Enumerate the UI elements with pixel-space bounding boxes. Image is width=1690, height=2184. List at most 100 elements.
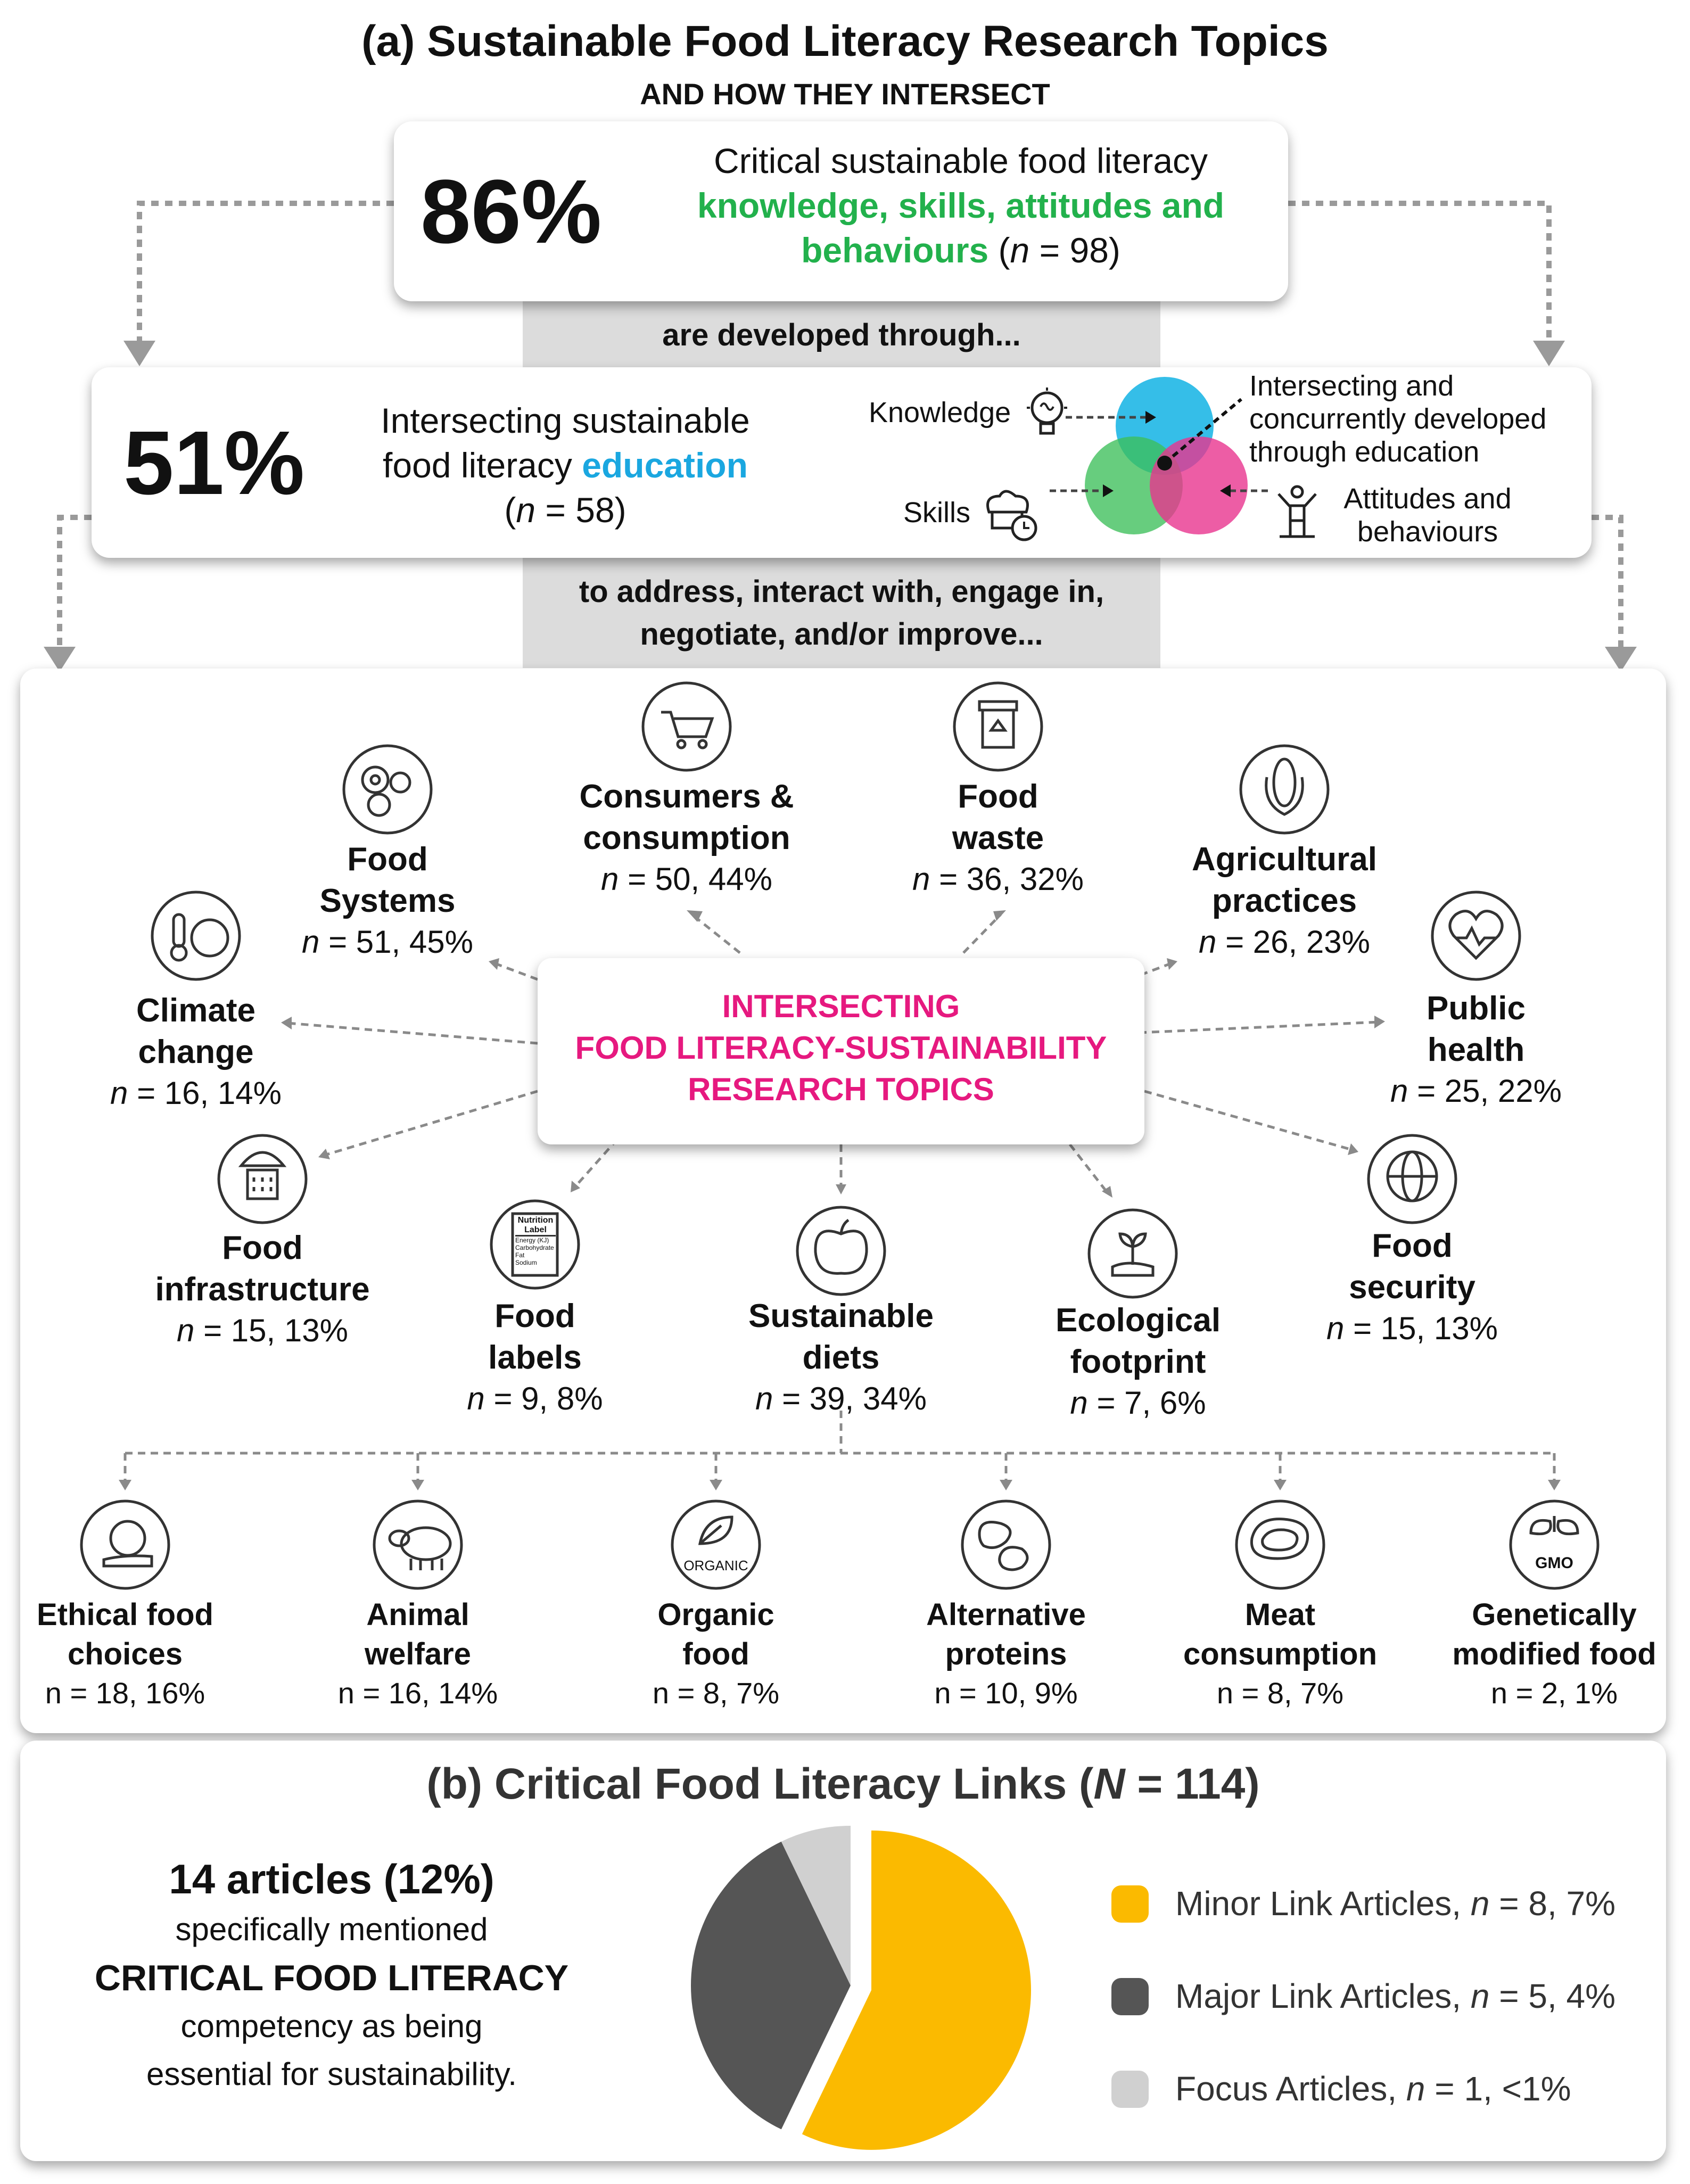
topic-title-1: Food [222, 1230, 303, 1266]
topic-stat: n = 15, 13% [1326, 1311, 1498, 1346]
heartbeat-icon [1431, 891, 1521, 981]
topic-arrows [281, 910, 1385, 1198]
education-n: = 58) [535, 490, 626, 530]
topic-diets: Sustainable diets n = 39, 34% [708, 1296, 974, 1419]
topic-title-1: Food [347, 841, 428, 878]
critical-links-panel: (b) Critical Food Literacy Links (N = 11… [20, 1741, 1666, 2161]
gears-icon [342, 744, 433, 835]
education-line-3: (n = 58) [504, 490, 626, 530]
thermometer-globe-icon [151, 891, 241, 981]
legend-label-focus: Focus Articles, n = 1, <1% [1175, 2070, 1571, 2108]
subtopic-connectors [119, 1411, 1561, 1490]
topic-footprint: Ecological footprint n = 7, 6% [1005, 1300, 1271, 1423]
organic-leaf-icon [671, 1499, 761, 1590]
knowledge-n: = 98) [1029, 230, 1120, 270]
topic-title-2: security [1349, 1269, 1475, 1306]
education-highlight: education [582, 446, 748, 485]
pie-slice-minor [802, 1830, 1031, 2150]
partb-line-4: competency as being [180, 2008, 483, 2044]
venn-attitudes-2: behaviours [1357, 516, 1498, 548]
subtopic-title-2: choices [68, 1637, 183, 1671]
venn-diagram [1050, 377, 1268, 534]
topic-title-2: Systems [319, 883, 456, 919]
topic-public-health: Public health n = 25, 22% [1343, 988, 1609, 1111]
connector-text-1: are developed through... [662, 318, 1021, 352]
venn-label-intersect: Intersecting and concurrently developed … [1249, 369, 1546, 468]
nutrition-label: Nutrition Label Energy (KJ) Carbohydrate… [515, 1216, 556, 1266]
hardhat-building-icon [217, 1134, 308, 1224]
knowledge-highlight-2: behaviours [801, 230, 989, 270]
center-line-2: FOOD LITERACY-SUSTAINABILITY [575, 1030, 1107, 1066]
topic-title-1: Food [494, 1298, 575, 1334]
topic-title-1: Ecological [1055, 1302, 1221, 1339]
topic-labels: Food labels n = 9, 8% [428, 1296, 641, 1419]
sheep-icon [373, 1499, 463, 1590]
subtopic-stat: n = 8, 7% [652, 1676, 780, 1710]
pie-chart [691, 1826, 1031, 2150]
subtopic-organic: Organic food n = 8, 7% [609, 1595, 822, 1712]
brain-bulb-icon [1027, 388, 1067, 435]
topic-title-1: Agricultural [1192, 841, 1377, 878]
topic-stat: n = 36, 32% [912, 861, 1084, 897]
knowledge-percent: 86% [421, 161, 602, 262]
subtopic-gmo: Genetically modified food n = 2, 1% [1432, 1595, 1677, 1712]
knowledge-line-1: Critical sustainable food literacy [713, 141, 1208, 180]
topic-icons-layer [151, 681, 1521, 1299]
corn-icon [1239, 744, 1330, 835]
subtopic-proteins: Alternative proteins n = 10, 9% [900, 1595, 1112, 1712]
knowledge-line-3: behaviours (n = 98) [801, 230, 1120, 270]
education-line-2a: food literacy [383, 446, 582, 485]
subtopic-animal: Animal welfare n = 16, 14% [311, 1595, 524, 1712]
topic-title-2: diets [802, 1339, 880, 1376]
venn-intersect-1: Intersecting and [1249, 370, 1454, 402]
center-line-3: RESEARCH TOPICS [688, 1072, 994, 1107]
venn-attitudes-circle [1150, 436, 1248, 534]
hand-plant-icon [1087, 1208, 1178, 1299]
shopping-cart-icon [641, 681, 732, 772]
n-symbol: n [1010, 230, 1030, 270]
legend-label-major: Major Link Articles, n = 5, 4% [1175, 1977, 1616, 2015]
topic-title-1: Consumers & [579, 778, 794, 815]
topic-consumers: Consumers & consumption n = 50, 44% [554, 776, 820, 900]
hand-globe-icon [80, 1499, 170, 1590]
venn-label-attitudes: Attitudes and behaviours [1316, 482, 1539, 548]
subtopic-stat: n = 18, 16% [45, 1676, 205, 1710]
topic-stat: n = 7, 6% [1070, 1385, 1206, 1421]
topic-title-1: Public [1426, 990, 1526, 1027]
subtopic-title-2: proteins [945, 1637, 1067, 1671]
legend-item-major: Major Link Articles, n = 5, 4% [1111, 1972, 1644, 2064]
topic-title-2: change [138, 1034, 254, 1070]
topic-title-2: health [1427, 1032, 1525, 1068]
pie-legend: Minor Link Articles, n = 8, 7% Major Lin… [1111, 1879, 1644, 2157]
organic-text: ORGANIC [683, 1557, 748, 1573]
knowledge-skills-card: 86% Critical sustainable food literacy k… [394, 121, 1288, 301]
topic-infrastructure: Food infrastructure n = 15, 13% [129, 1227, 395, 1351]
partb-headline: 14 articles (12%) [169, 1856, 494, 1902]
education-line-1: Intersecting sustainable [381, 401, 750, 440]
education-text-block: Intersecting sustainable food literacy e… [368, 398, 762, 532]
apple-icon [796, 1206, 886, 1296]
venn-label-skills: Skills [903, 497, 971, 529]
topic-agricultural: Agricultural practices n = 26, 23% [1151, 839, 1417, 962]
topic-food-systems: Food Systems n = 51, 45% [254, 839, 521, 962]
pie-slice-major [691, 1841, 851, 2130]
subtopic-title-2: consumption [1183, 1637, 1378, 1671]
partb-title-a: (b) Critical Food Literacy Links ( [426, 1760, 1094, 1808]
venn-label-knowledge: Knowledge [869, 397, 1011, 428]
subtopic-title-1: Genetically [1472, 1597, 1637, 1632]
subtopic-stat: n = 8, 7% [1216, 1676, 1344, 1710]
venn-intersect-3: through education [1249, 436, 1480, 468]
knowledge-highlight-1: knowledge, skills, attitudes and [697, 186, 1225, 225]
nutrition-label-subtitle: Label [515, 1225, 556, 1237]
nutrition-label-sodium: Sodium [515, 1259, 537, 1266]
chef-clock-icon [986, 490, 1037, 541]
gmo-text: GMO [1535, 1554, 1573, 1572]
topic-title-2: waste [952, 820, 1044, 856]
recycle-bin-icon [953, 681, 1043, 772]
topic-stat: n = 39, 34% [755, 1381, 927, 1416]
nutrition-label-fat: Fat [515, 1251, 525, 1259]
topic-stat: n = 25, 22% [1390, 1073, 1562, 1109]
education-percent: 51% [123, 413, 305, 514]
topic-stat: n = 51, 45% [302, 924, 473, 960]
partb-title-n: N [1093, 1760, 1125, 1808]
